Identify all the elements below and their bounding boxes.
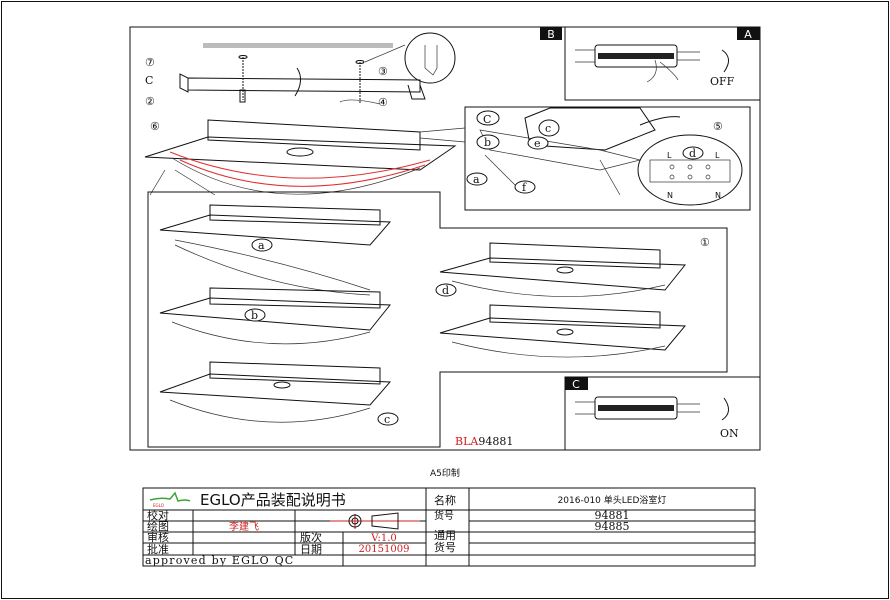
svg-text:②: ② xyxy=(145,95,155,108)
lamp-step-a: a xyxy=(159,204,392,296)
common-item-no-label: 通用货号 xyxy=(434,530,456,554)
panel-c-switch-on: C ON xyxy=(564,376,761,451)
check-label: 校对 xyxy=(147,508,169,522)
svg-text:d: d xyxy=(442,284,449,297)
model-code: BLA94881 xyxy=(455,435,513,448)
callout-c: c xyxy=(538,119,560,137)
review-label: 审核 xyxy=(147,530,169,544)
callout-f: f xyxy=(514,180,536,194)
approved-text: approved by EGLO QC xyxy=(145,554,294,567)
svg-text:①: ① xyxy=(700,236,710,249)
svg-text:N: N xyxy=(715,191,721,200)
callout-e: e xyxy=(527,136,549,150)
svg-text:c: c xyxy=(545,122,551,135)
svg-text:C: C xyxy=(572,378,580,391)
svg-text:b: b xyxy=(484,136,491,149)
title-block: EGLO EGLO产品装配说明书 名称 2016-010 单头LED浴室灯 校对… xyxy=(142,487,756,567)
svg-text:b: b xyxy=(251,309,258,322)
svg-text:⑦: ⑦ xyxy=(145,56,155,69)
svg-text:A: A xyxy=(744,28,752,41)
lamp-step-c: c xyxy=(159,361,399,426)
svg-text:④: ④ xyxy=(378,96,388,109)
svg-text:L: L xyxy=(715,151,720,160)
svg-text:⑤: ⑤ xyxy=(713,120,723,133)
svg-text:OFF: OFF xyxy=(710,75,735,88)
item-no-label: 货号 xyxy=(434,509,454,522)
drawing-value: 李建飞 xyxy=(229,520,259,533)
ceiling-hatch xyxy=(203,43,393,48)
approve-label: 批准 xyxy=(147,542,169,556)
rotate-c-icon: C xyxy=(145,74,153,87)
svg-text:a: a xyxy=(473,173,480,186)
svg-text:C: C xyxy=(483,113,491,126)
mounting-bracket-diagram: ⑦ C ② ③ ④ ⑥ xyxy=(145,32,456,133)
date-label: 日期 xyxy=(300,543,322,556)
svg-text:f: f xyxy=(522,181,527,194)
drawing-frame xyxy=(129,26,761,451)
svg-text:d: d xyxy=(689,147,696,160)
document-title: EGLO产品装配说明书 xyxy=(200,491,346,509)
print-note: A5印制 xyxy=(430,467,460,479)
svg-text:c: c xyxy=(384,413,390,426)
callout-b: b xyxy=(476,134,500,150)
svg-text:B: B xyxy=(547,28,555,41)
detail-frame xyxy=(147,191,728,448)
version-value: V:1.0 xyxy=(370,533,397,544)
svg-text:L: L xyxy=(667,151,672,160)
lamp-step-d: ① d xyxy=(435,236,710,297)
svg-text:a: a xyxy=(258,239,265,252)
common-value: 94885 xyxy=(595,520,630,533)
rotate-arrow-icon xyxy=(721,49,729,73)
panel-5-wiring: L L N N ⑤ C c b e d a f xyxy=(419,106,751,211)
panel-a-switch-off: A OFF xyxy=(564,26,761,101)
callout-C: C xyxy=(476,110,500,126)
svg-text:e: e xyxy=(534,137,541,150)
lamp-step-b: b xyxy=(159,287,392,345)
name-label: 名称 xyxy=(434,493,456,507)
drawing-label: 绘图 xyxy=(147,519,169,533)
item-no-value: 94881 xyxy=(595,509,630,522)
projection-symbol xyxy=(330,512,420,530)
svg-text:③: ③ xyxy=(378,65,388,78)
terminal-block-detail xyxy=(637,134,743,206)
lamp-main-view xyxy=(144,119,457,196)
name-value: 2016-010 单头LED浴室灯 xyxy=(558,494,667,506)
svg-text:⑥: ⑥ xyxy=(150,120,160,133)
eglo-logo: EGLO xyxy=(149,491,191,508)
callout-d: d xyxy=(682,146,704,160)
svg-text:ON: ON xyxy=(720,427,739,440)
callout-a: a xyxy=(466,172,488,186)
svg-text:EGLO: EGLO xyxy=(153,503,164,508)
svg-text:N: N xyxy=(667,191,673,200)
rotate-arrow-icon xyxy=(721,397,729,421)
breaker-box-icon xyxy=(575,44,700,83)
date-value: 20151009 xyxy=(359,544,410,555)
lamp-final xyxy=(439,304,687,358)
panel-b-tag: B xyxy=(540,27,562,41)
version-label: 版次 xyxy=(300,530,322,544)
